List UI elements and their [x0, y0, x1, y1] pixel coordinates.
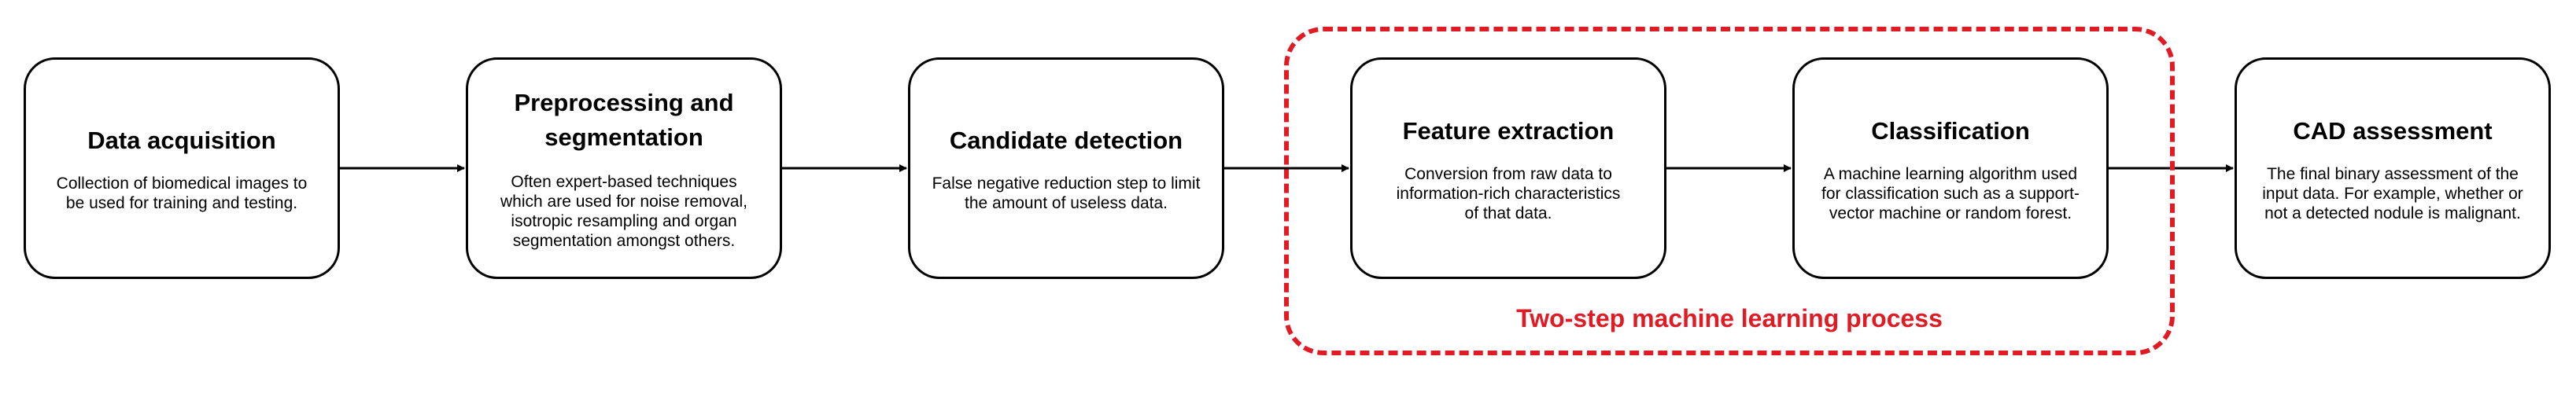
stage-preprocessing-segmentation[interactable]: Preprocessing and segmentation Often exp… [466, 57, 782, 279]
stage-title: Candidate detection [949, 127, 1183, 154]
stage-title: Preprocessing and segmentation [514, 89, 734, 151]
stage-description: A machine learning algorithm used for cl… [1821, 164, 2080, 222]
stage-description: The final binary assessment of the input… [2262, 164, 2523, 222]
stage-classification[interactable]: Classification A machine learning algori… [1792, 57, 2109, 279]
ml-process-group-frame [1284, 27, 2175, 355]
stage-title: CAD assessment [2293, 116, 2493, 145]
stage-description: Conversion from raw data to information-… [1396, 164, 1621, 222]
stage-title: Feature extraction [1402, 116, 1615, 145]
stage-description: Collection of biomedical images to be us… [56, 174, 308, 212]
ml-process-group-label: Two-step machine learning process [1516, 304, 1943, 332]
stage-title: Data acquisition [87, 127, 276, 154]
stage-description: False negative reduction step to limit t… [932, 174, 1201, 212]
stage-cad-assessment[interactable]: CAD assessment The final binary assessme… [2235, 57, 2551, 279]
stage-title: Classification [1871, 116, 2030, 145]
stage-feature-extraction[interactable]: Feature extraction Conversion from raw d… [1350, 57, 1666, 279]
stage-data-acquisition[interactable]: Data acquisition Collection of biomedica… [24, 57, 340, 279]
stage-candidate-detection[interactable]: Candidate detection False negative reduc… [908, 57, 1224, 279]
stage-description: Often expert-based techniques which are … [500, 173, 747, 250]
